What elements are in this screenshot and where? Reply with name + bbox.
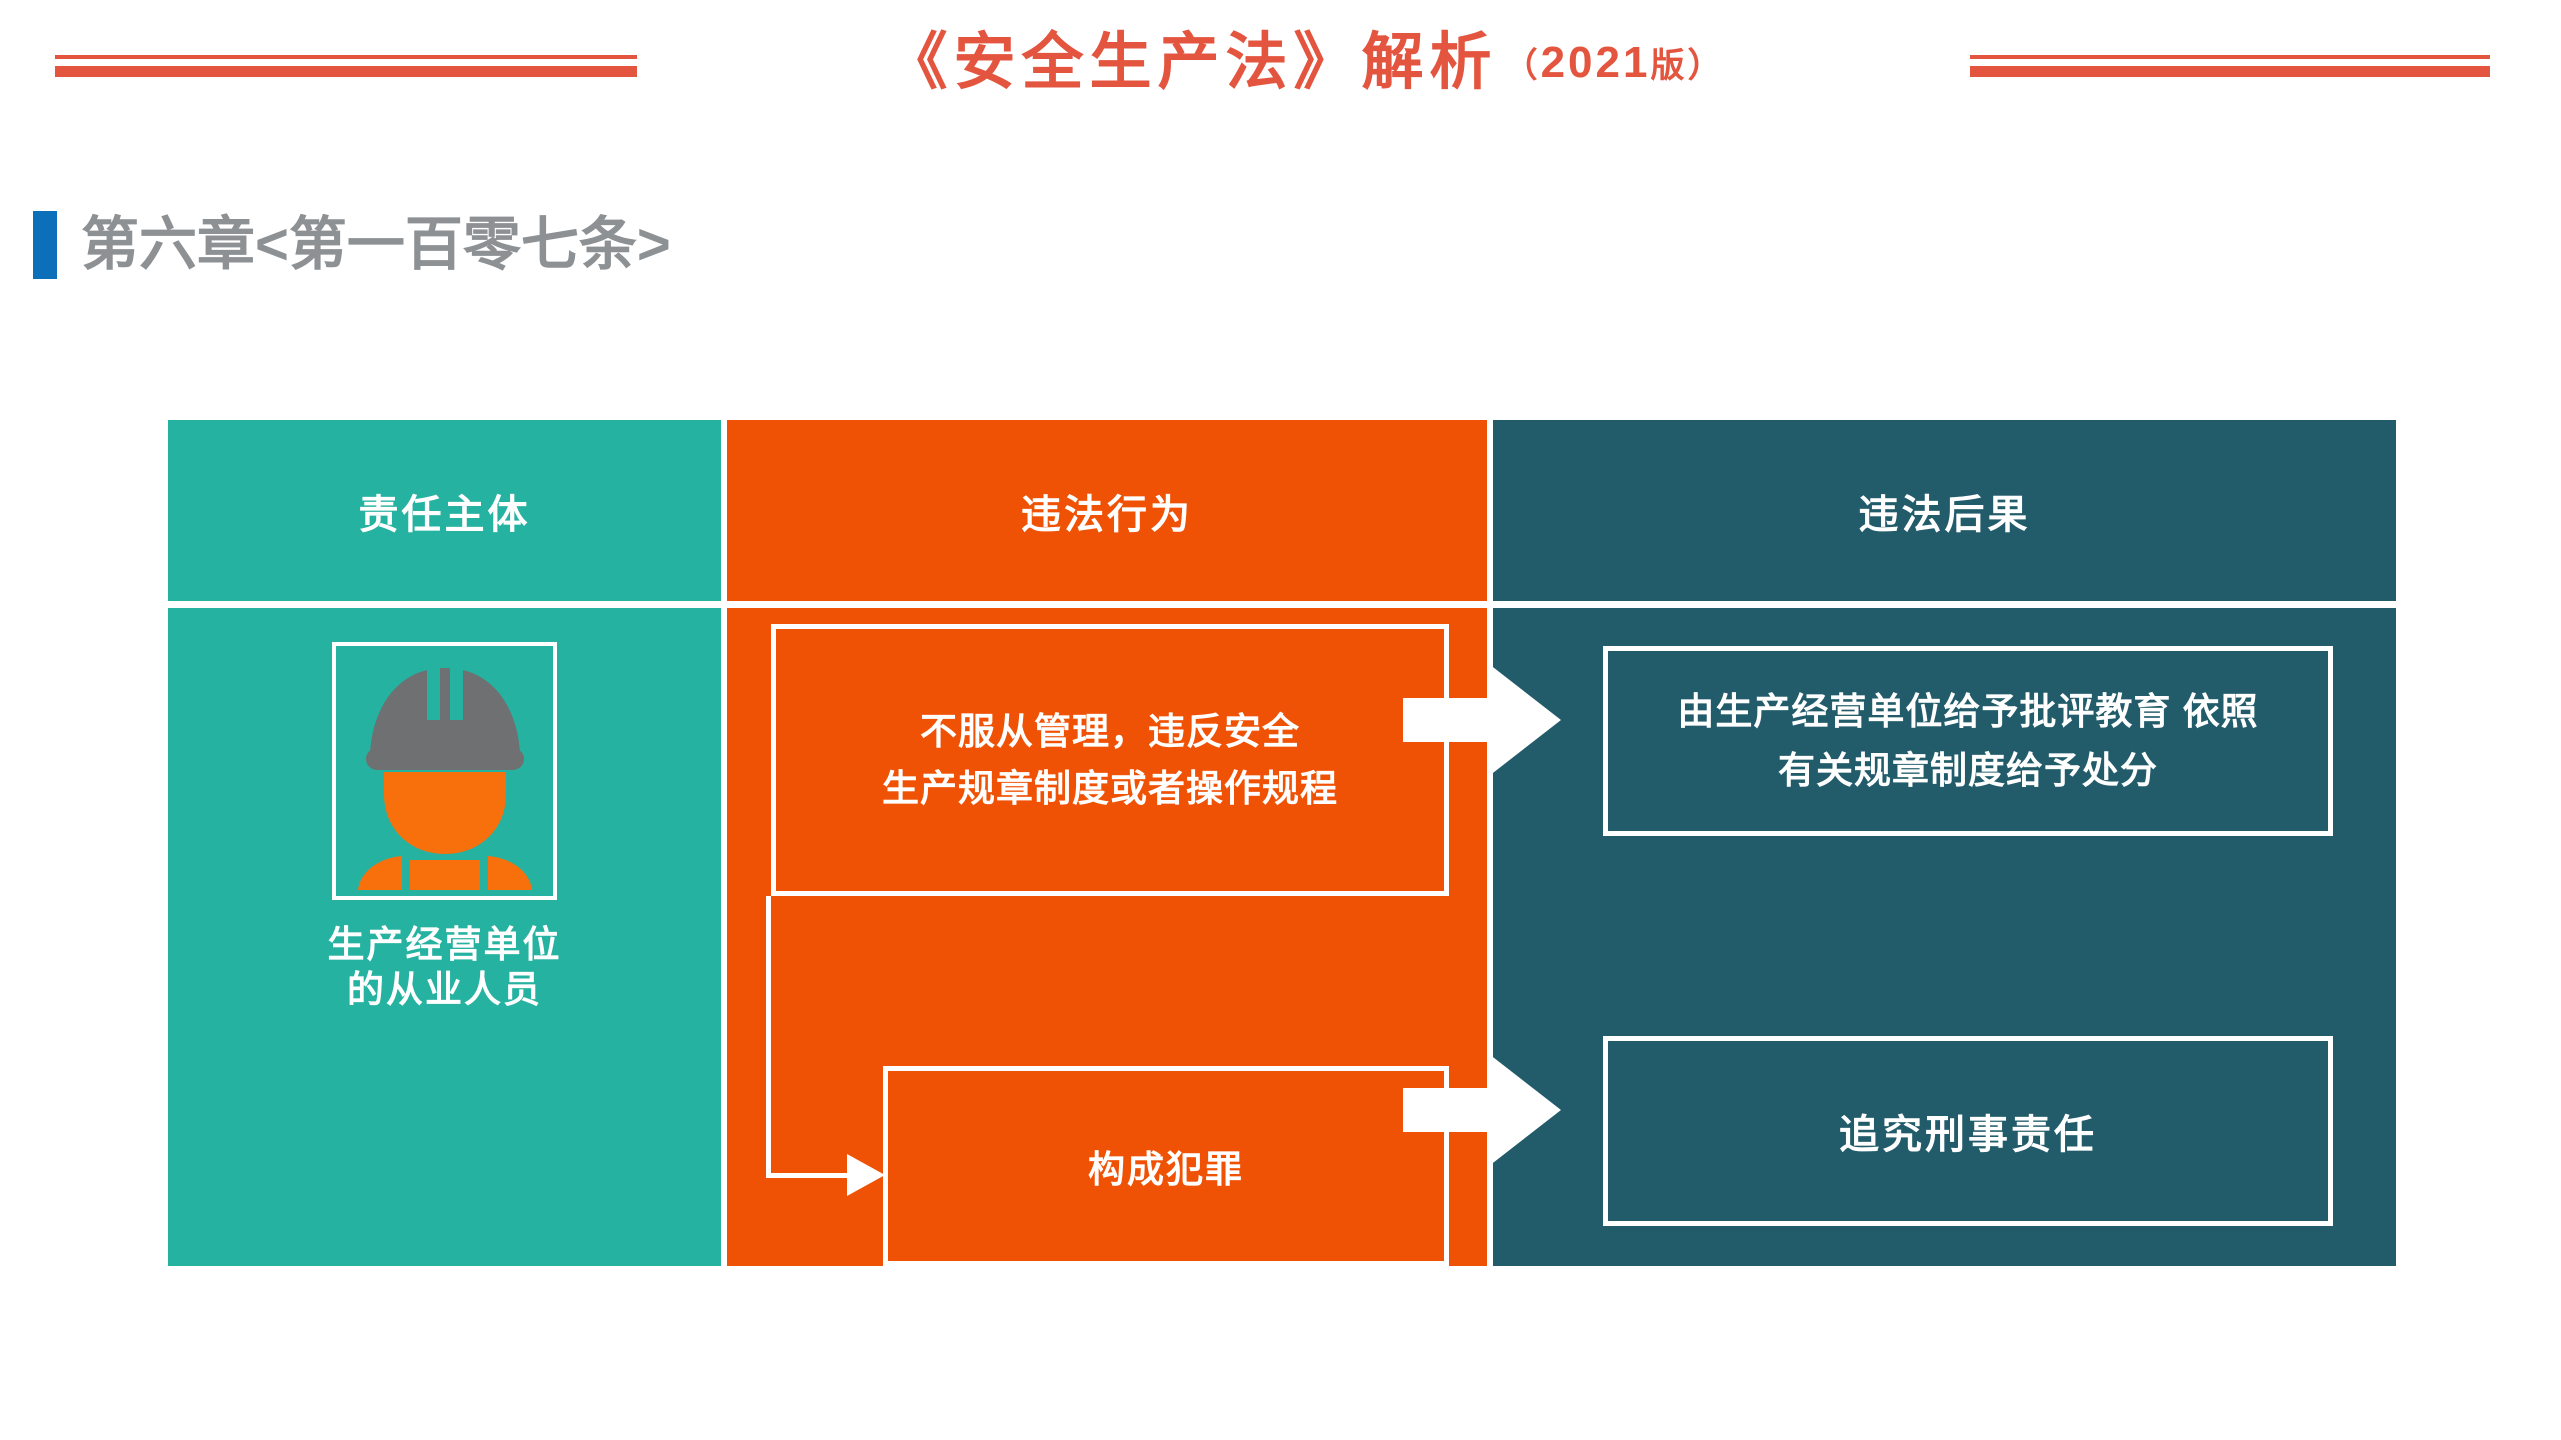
act-1-line1: 不服从管理，违反安全 [920, 710, 1300, 752]
column-header-act: 违法行为 [727, 420, 1487, 601]
result-2-line1: 追究刑事责任 [1839, 1113, 2097, 1157]
column-header-subject: 责任主体 [168, 420, 721, 601]
title-rule-left-thin [55, 55, 637, 59]
cell-subject: 生产经营单位 的从业人员 [168, 608, 721, 1266]
construction-worker-icon [358, 664, 532, 890]
cell-result: 由生产经营单位给予批评教育 依照 有关规章制度给予处分 追究刑事责任 [1403, 608, 2396, 1266]
result-1-line2: 有关规章制度给予处分 [1778, 750, 2158, 791]
result-box-discipline[interactable]: 由生产经营单位给予批评教育 依照 有关规章制度给予处分 [1603, 646, 2333, 836]
act-box-crime[interactable]: 构成犯罪 [883, 1066, 1449, 1266]
act-2-line1: 构成犯罪 [1088, 1149, 1244, 1190]
cell-act: 不服从管理，违反安全 生产规章制度或者操作规程 构成犯罪 [727, 608, 1487, 1266]
section-heading-text: 第六章<第一百零七条> [81, 212, 671, 277]
title-rule-left-thick [55, 66, 637, 77]
liability-matrix: 责任主体 违法行为 违法后果 [168, 420, 2396, 1266]
version-year: 2021 [1540, 38, 1651, 87]
act-1-line2: 生产规章制度或者操作规程 [882, 768, 1338, 809]
title-rule-right-thin [1970, 55, 2490, 59]
right-arrow-icon-2 [1403, 1054, 1561, 1166]
page-title-main: 《安全生产法》解析 [885, 28, 1498, 97]
column-header-result: 违法后果 [1493, 420, 2396, 601]
worker-icon-frame [332, 642, 557, 900]
version-label: 版 [1650, 47, 1688, 85]
result-1-line1: 由生产经营单位给予批评教育 依照 [1677, 690, 2259, 732]
page-title-version: （2021版） [1504, 41, 1725, 85]
title-bar: 《安全生产法》解析 （2021版） [0, 0, 2561, 120]
connector-vertical-line [766, 896, 771, 1178]
subject-label: 生产经营单位 的从业人员 [328, 922, 562, 1012]
title-rule-right-thick [1970, 66, 2490, 77]
act-box-violation[interactable]: 不服从管理，违反安全 生产规章制度或者操作规程 [771, 624, 1449, 896]
subject-label-line2: 的从业人员 [347, 969, 542, 1011]
paren-close: ） [1687, 47, 1725, 85]
connector-arrow-icon [847, 1154, 885, 1196]
result-box-criminal[interactable]: 追究刑事责任 [1603, 1036, 2333, 1226]
page-title: 《安全生产法》解析 （2021版） [640, 8, 1970, 118]
matrix-header-row: 责任主体 违法行为 违法后果 [168, 420, 2396, 601]
paren-open: （ [1503, 47, 1541, 85]
section-accent-bar [33, 211, 57, 279]
connector-horizontal-line [766, 1173, 851, 1178]
section-heading: 第六章<第一百零七条> [33, 210, 671, 280]
right-arrow-icon-1 [1403, 664, 1561, 776]
subject-label-line1: 生产经营单位 [327, 924, 562, 965]
matrix-body-row: 生产经营单位 的从业人员 不服从管理，违反安全 生产规章制度或者操作规程 构成犯… [168, 608, 2396, 1266]
